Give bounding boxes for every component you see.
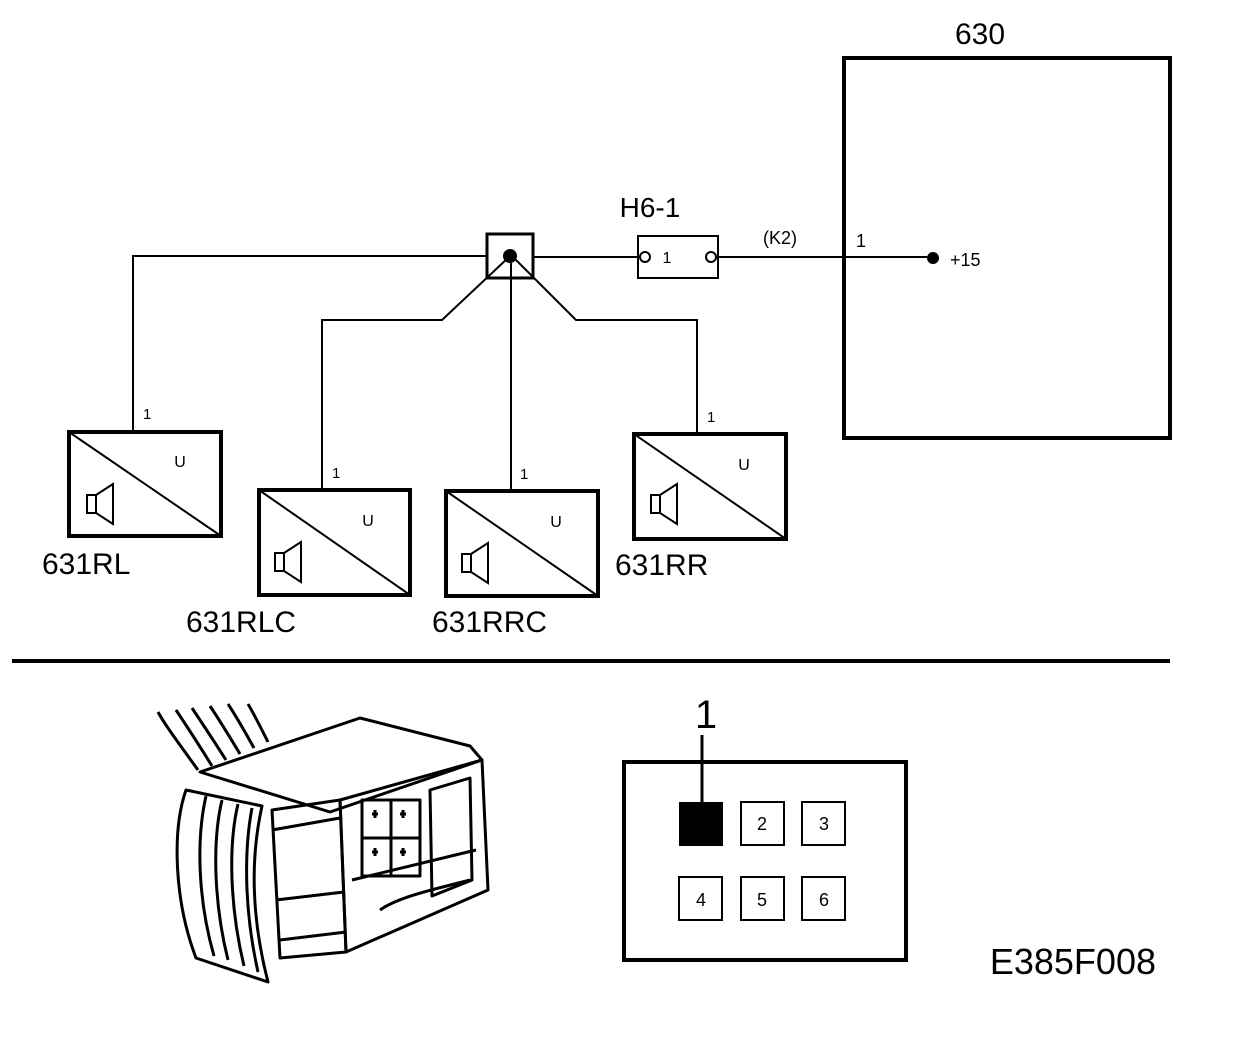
- speaker-diagonal: [68, 431, 222, 537]
- splice-node: [503, 249, 517, 263]
- splice-box: [485, 232, 535, 280]
- module-630-pin-label: 1: [856, 231, 866, 251]
- speaker-icon: [650, 482, 678, 526]
- module-630-box: [842, 56, 1172, 440]
- pin-cavity-5: [740, 876, 785, 921]
- speaker-label: 631RR: [615, 549, 708, 582]
- speaker-box: [67, 430, 223, 538]
- speaker-631rlc: U 1 631RLC: [186, 465, 412, 639]
- speaker-tag: U: [362, 513, 374, 530]
- pin-cavity-2: [740, 801, 785, 846]
- supply-label: +15: [950, 250, 981, 270]
- connector-h6-pin-number: 1: [663, 250, 672, 267]
- speaker-631rrc: U 1 631RRC: [432, 466, 600, 639]
- speaker-label: 631RL: [42, 548, 130, 581]
- pin-cavity-6-label: 6: [819, 890, 829, 910]
- speaker-tag: U: [174, 454, 186, 471]
- pin-cavity-6: [801, 876, 846, 921]
- pin-cavity-4-label: 4: [696, 890, 706, 910]
- speaker-box: [632, 432, 788, 541]
- pin-view: 1 2 3 4 5 6: [622, 693, 908, 962]
- speaker-pin-label: 1: [143, 406, 151, 423]
- speaker-pin-label: 1: [520, 466, 528, 483]
- pin-callout-number: 1: [695, 693, 717, 737]
- speaker-tag: U: [738, 457, 750, 474]
- speaker-icon: [86, 482, 114, 526]
- pin-cavity-2-label: 2: [757, 814, 767, 834]
- speaker-631rr: U 1 631RR: [615, 409, 788, 582]
- connector-h6-pin-left: [639, 251, 651, 263]
- speaker-label: 631RRC: [432, 606, 547, 639]
- speaker-box: [444, 489, 600, 598]
- speaker-tag: U: [550, 514, 562, 531]
- pin-cavity-3: [801, 801, 846, 846]
- wire-to-631rlc: [321, 256, 510, 490]
- speaker-box: [257, 488, 412, 597]
- wire-to-631rr: [512, 256, 698, 434]
- speaker-631rl: U 1 631RL: [42, 406, 223, 581]
- speaker-icon: [461, 541, 489, 585]
- speaker-diagonal: [445, 490, 599, 597]
- speaker-diagonal: [633, 433, 787, 540]
- connector-h6-label: H6-1: [620, 192, 681, 223]
- pin-cavity-1: [679, 802, 723, 846]
- wires: [132, 255, 933, 491]
- pin-cavity-5-label: 5: [757, 890, 767, 910]
- wire-to-631rl: [132, 255, 486, 432]
- speaker-label: 631RLC: [186, 606, 296, 639]
- pin-cavity-4: [678, 876, 723, 921]
- module-630-label: 630: [955, 18, 1005, 51]
- connector-h6-pin-right: [705, 251, 717, 263]
- pin-cavity-3-label: 3: [819, 814, 829, 834]
- figure-code: E385F008: [990, 941, 1156, 982]
- speaker-pin-label: 1: [707, 409, 715, 426]
- pin-view-frame: [622, 760, 908, 962]
- connector-illustration: [156, 703, 490, 984]
- speaker-diagonal: [258, 489, 411, 596]
- speaker-icon: [274, 540, 302, 584]
- wire-code-label: (K2): [763, 228, 797, 248]
- speaker-pin-label: 1: [332, 465, 340, 482]
